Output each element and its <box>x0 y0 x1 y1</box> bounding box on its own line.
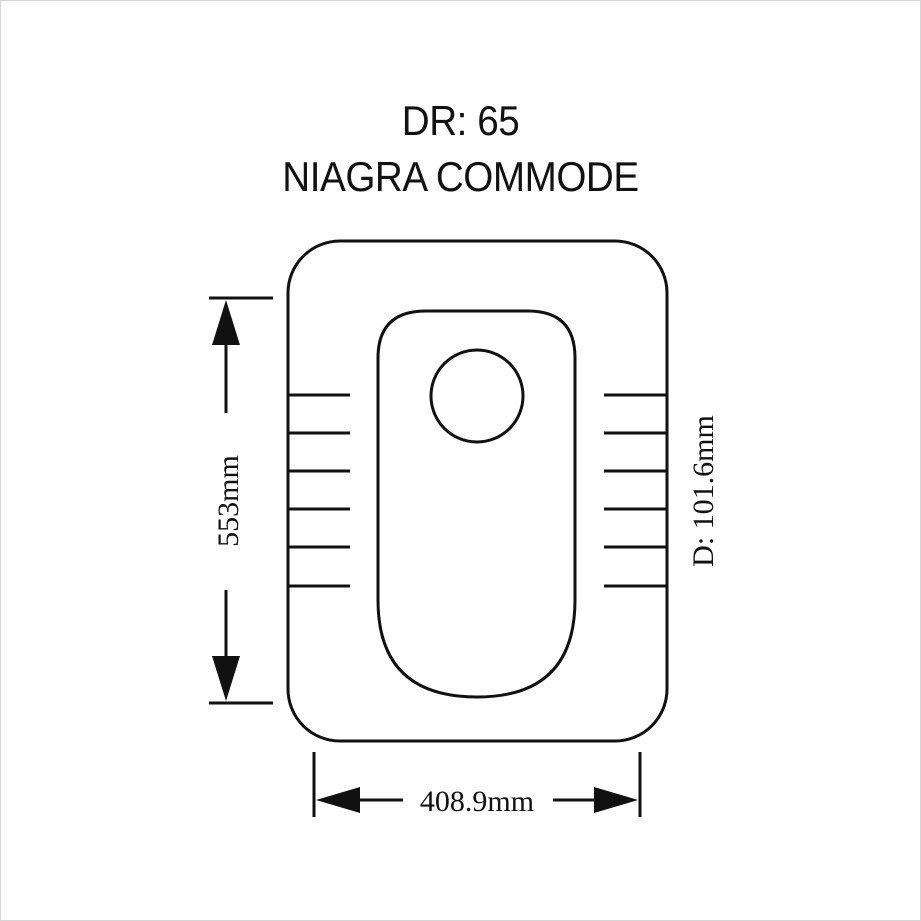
length-dimension: 553mm <box>209 296 273 705</box>
model-code: DR: 65 <box>401 97 520 144</box>
width-dimension: 408.9mm <box>312 752 642 818</box>
product-name: NIAGRA COMMODE <box>282 153 639 200</box>
arrow-down-icon <box>212 656 240 701</box>
width-label: 408.9mm <box>420 785 534 818</box>
left-foot-grips <box>288 393 350 588</box>
arrow-right-icon <box>594 787 638 813</box>
commode-bowl-outline <box>376 309 577 699</box>
arrow-left-icon <box>316 787 360 813</box>
drain-diameter-label: D: 101.6mm <box>687 415 720 567</box>
commode-outer-outline <box>286 239 669 743</box>
arrow-up-icon <box>212 300 240 345</box>
right-foot-grips <box>604 393 667 588</box>
drain-hole <box>429 348 525 444</box>
length-label: 553mm <box>212 455 245 547</box>
